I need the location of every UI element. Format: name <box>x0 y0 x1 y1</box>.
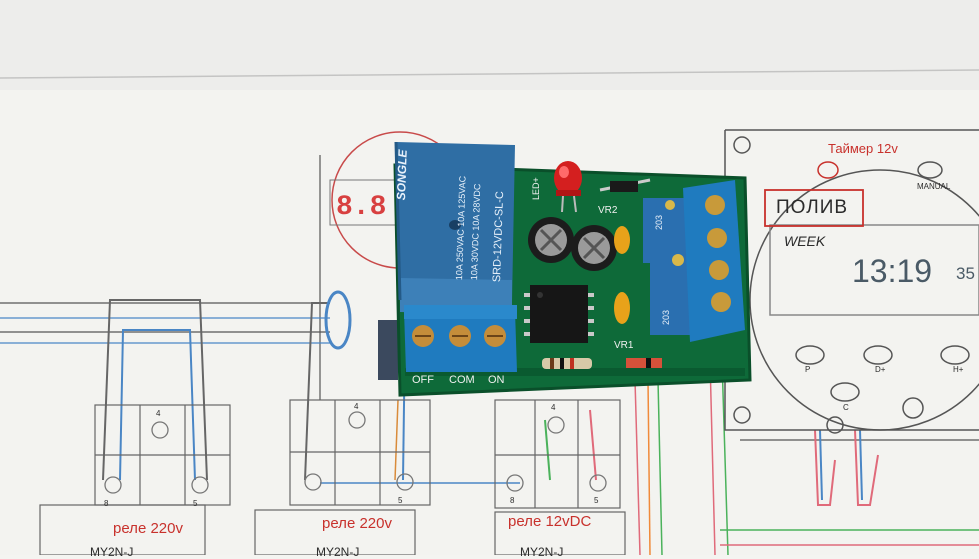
terminal-label-on: ON <box>488 374 505 386</box>
ic-chip <box>524 285 594 343</box>
timer-time: 13:19 <box>852 253 933 289</box>
vr2-label: VR2 <box>598 205 618 216</box>
vr1-label: VR1 <box>614 340 634 351</box>
relay3-model: MY2N-J <box>520 545 564 559</box>
wire-loop <box>324 290 352 350</box>
relay2-label: реле 220v <box>322 515 392 532</box>
terminal-label-off: OFF <box>412 374 434 386</box>
terminal-circles <box>104 411 607 494</box>
svg-text:8.8: 8.8 <box>336 192 386 223</box>
pot-label-2: 203 <box>661 309 671 325</box>
relay3-term-5: 5 <box>594 496 599 505</box>
timer-button-h: H+ <box>953 365 964 374</box>
pot-label-1: 203 <box>654 214 664 230</box>
timer-button-d: D+ <box>875 365 886 374</box>
relay2-model: MY2N-J <box>316 545 360 559</box>
poliv-label: ПОЛИВ <box>776 197 849 218</box>
relay2-term-4: 4 <box>354 402 359 411</box>
relay-brand: SONGLE <box>394 149 410 201</box>
relay1-term-5: 5 <box>193 499 198 508</box>
timer-seconds: 35 <box>956 264 975 283</box>
timer-button-c: C <box>843 403 849 412</box>
resistors <box>542 178 662 369</box>
relay1-term-8: 8 <box>104 499 109 508</box>
relay3-term-8: 8 <box>510 496 515 505</box>
led-label: LED+ <box>531 177 541 200</box>
relay1-term-4: 4 <box>156 409 161 418</box>
relay3-term-4: 4 <box>551 403 556 412</box>
timer-button-p: P <box>805 365 811 374</box>
led <box>554 161 582 213</box>
week-label: WEEK <box>784 233 826 249</box>
bottom-terminal-block <box>404 305 517 372</box>
capacitors <box>528 217 630 324</box>
relay2-term-5: 5 <box>398 496 403 505</box>
relay1-label: реле 220v <box>113 520 183 537</box>
terminal-label-com: COM <box>449 374 475 386</box>
manual-label: MANUAL <box>917 182 951 191</box>
potentiometers <box>643 198 695 335</box>
relay3-label: реле 12vDC <box>508 513 592 530</box>
right-terminal-block <box>683 180 745 342</box>
relay1-model: MY2N-J <box>90 545 134 559</box>
timer-title: Таймер 12v <box>828 141 898 156</box>
relay-terminal-blocks <box>39 399 626 555</box>
